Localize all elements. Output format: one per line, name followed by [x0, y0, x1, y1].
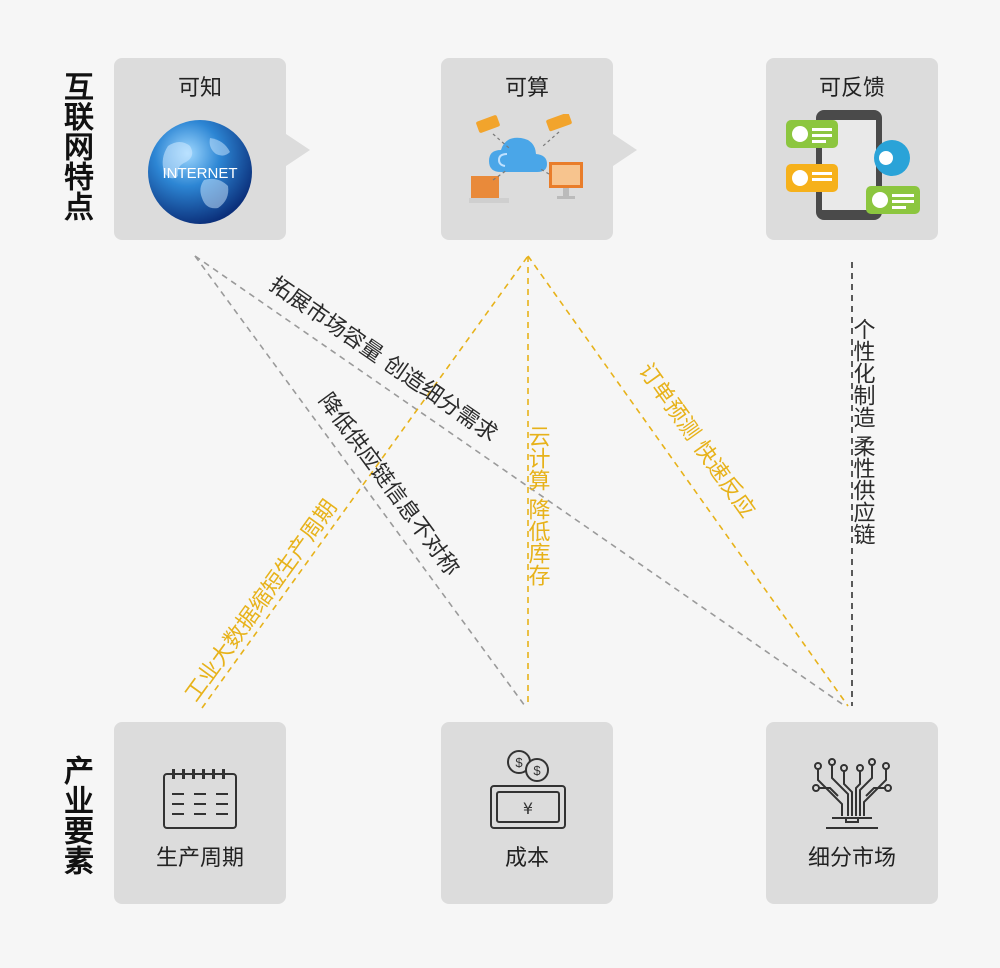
chat-feedback-icon — [786, 110, 920, 220]
box-feedback: 可反馈 — [766, 58, 938, 240]
connector-knowable-market — [194, 255, 846, 707]
connector-cycle-computable — [201, 255, 529, 709]
box-title: 生产周期 — [155, 846, 244, 871]
internet-text: INTERNET — [163, 165, 238, 182]
box-title: 可知 — [177, 76, 222, 101]
circuit-network-icon — [812, 758, 892, 829]
label-reduce-info-asymmetry: 降低供应链信息不对称 — [313, 389, 463, 581]
label-industrial-bigdata: 工业大数据缩短生产周期 — [181, 496, 343, 707]
box-title: 可算 — [504, 76, 549, 101]
arrow-pointer-1 — [286, 134, 310, 166]
box-knowable: 可知 INTERNET — [114, 58, 286, 240]
arrow-pointer-2 — [613, 134, 637, 166]
top-section-label: 互联网特点 — [58, 71, 93, 221]
box-cost: $ $ ¥ 成本 — [441, 722, 613, 904]
box-production-cycle: 生产周期 — [114, 722, 286, 904]
connector-knowable-cost — [194, 255, 526, 707]
label-expand-market: 拓展市场容量 创造细分需求 — [265, 272, 502, 447]
svg-text:¥: ¥ — [523, 799, 533, 818]
box-market-segment: 细分市场 — [766, 722, 938, 904]
box-title: 可反馈 — [818, 76, 885, 101]
box-title: 成本 — [504, 846, 549, 871]
box-title: 细分市场 — [807, 846, 896, 871]
label-personalized-supply: 个性化制造 柔性供应链 — [850, 318, 876, 545]
label-cloud-inventory: 云计算 降低库存 — [525, 425, 551, 586]
globe-icon: INTERNET — [148, 120, 252, 224]
svg-text:$: $ — [515, 755, 523, 770]
calendar-icon — [163, 769, 237, 829]
cloud-computing-icon — [469, 114, 583, 203]
svg-text:$: $ — [533, 763, 541, 778]
label-order-forecast: 订单预测 快速反应 — [633, 359, 759, 523]
box-computable: 可算 — [441, 58, 613, 240]
money-icon: $ $ ¥ — [490, 750, 566, 829]
connector-computable-market — [527, 255, 849, 707]
bottom-section-label: 产业要素 — [58, 755, 93, 875]
